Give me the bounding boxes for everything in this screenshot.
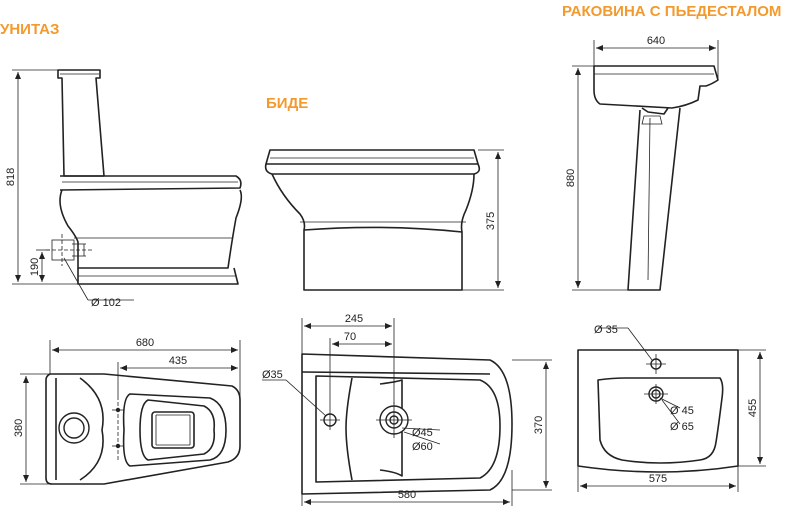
toilet-length-label: 680 bbox=[136, 337, 154, 349]
bidet-dist-245-label: 245 bbox=[345, 313, 363, 325]
sink-title: РАКОВИНА С ПЬЕДЕСТАЛОМ bbox=[562, 3, 781, 20]
sink-depth-label: 455 bbox=[747, 399, 759, 417]
toilet-bolt-spacing-label: 435 bbox=[169, 355, 187, 367]
bidet-width-label: 370 bbox=[533, 416, 545, 434]
toilet-width-label: 380 bbox=[13, 419, 25, 437]
toilet-outlet-height-label: 190 bbox=[29, 258, 41, 276]
toilet-height-label: 818 bbox=[5, 168, 17, 186]
sink-side-view bbox=[593, 65, 719, 291]
toilet-side-view bbox=[46, 69, 243, 285]
sink-height-label: 880 bbox=[565, 169, 577, 187]
sink-hole-45-label: Ø 45 bbox=[670, 405, 694, 417]
toilet-title: УНИТАЗ bbox=[0, 21, 59, 38]
bidet-dist-70-label: 70 bbox=[344, 331, 356, 343]
bidet-title: БИДЕ bbox=[266, 95, 308, 112]
sink-hole-35-label: Ø 35 bbox=[594, 324, 618, 336]
toilet-top-view bbox=[45, 373, 241, 485]
bidet-top-view bbox=[301, 353, 513, 495]
sink-top-view bbox=[577, 349, 739, 473]
sink-width-top-label: 640 bbox=[647, 35, 665, 47]
bidet-height-label: 375 bbox=[485, 212, 497, 230]
bidet-hole-35-label: Ø35 bbox=[262, 369, 283, 381]
bidet-hole-45-label: Ø45 bbox=[412, 427, 433, 439]
bidet-side-view bbox=[264, 149, 481, 291]
sink-width-label: 575 bbox=[649, 473, 667, 485]
bidet-hole-60-label: Ø60 bbox=[412, 441, 433, 453]
bidet-length-label: 580 bbox=[398, 489, 416, 501]
toilet-outlet-dia-label: Ø 102 bbox=[91, 297, 121, 309]
sink-hole-65-label: Ø 65 bbox=[670, 421, 694, 433]
